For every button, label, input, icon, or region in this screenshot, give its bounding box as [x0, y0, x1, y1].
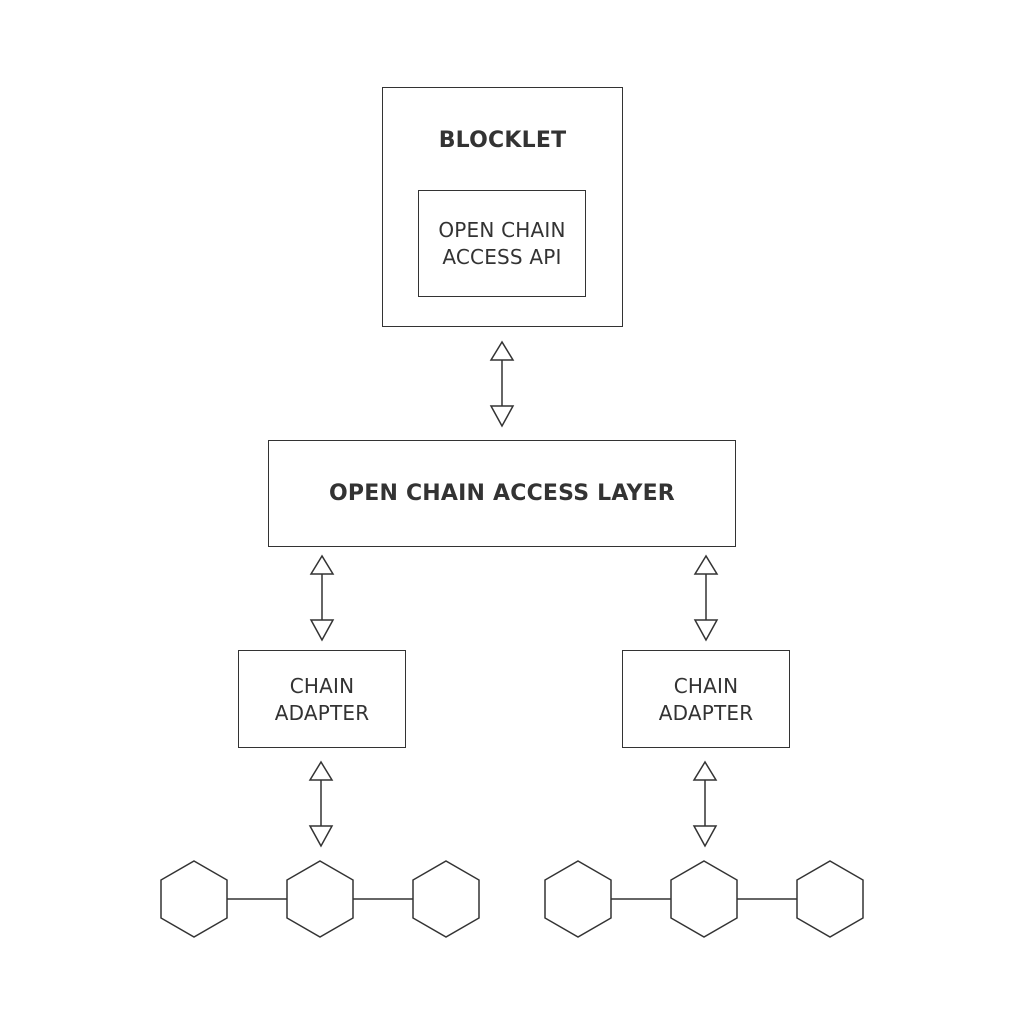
- adapter-right-line2: ADAPTER: [658, 701, 754, 725]
- chain-adapter-label-left: CHAIN ADAPTER: [239, 673, 405, 727]
- adapter-left-line2: ADAPTER: [274, 701, 370, 725]
- double-arrow-adapter-chain-left: [308, 760, 334, 848]
- chain-adapter-label-right: CHAIN ADAPTER: [623, 673, 789, 727]
- block-hexagon-icon: [670, 860, 738, 938]
- block-hexagon-icon: [544, 860, 612, 938]
- double-arrow-adapter-chain-right: [692, 760, 718, 848]
- open-chain-access-api-label: OPEN CHAIN ACCESS API: [419, 217, 585, 271]
- block-hexagon-icon: [796, 860, 864, 938]
- chain-adapter-box-right: CHAIN ADAPTER: [622, 650, 790, 748]
- block-hexagon-icon: [412, 860, 480, 938]
- block-hexagon-icon: [160, 860, 228, 938]
- block-hexagon-icon: [286, 860, 354, 938]
- adapter-right-line1: CHAIN: [673, 674, 739, 698]
- open-chain-access-api-box: OPEN CHAIN ACCESS API: [418, 190, 586, 297]
- api-label-line2: ACCESS API: [442, 245, 562, 269]
- double-arrow-layer-adapter-right: [693, 554, 719, 642]
- api-label-line1: OPEN CHAIN: [438, 218, 566, 242]
- blocklet-title: BLOCKLET: [438, 128, 567, 153]
- open-chain-access-layer-title: OPEN CHAIN ACCESS LAYER: [329, 481, 675, 506]
- chain-adapter-box-left: CHAIN ADAPTER: [238, 650, 406, 748]
- blockchain-left: [160, 860, 480, 938]
- open-chain-access-layer-box: OPEN CHAIN ACCESS LAYER: [268, 440, 736, 547]
- adapter-left-line1: CHAIN: [289, 674, 355, 698]
- double-arrow-blocklet-layer: [489, 340, 515, 428]
- blockchain-right: [544, 860, 864, 938]
- double-arrow-layer-adapter-left: [309, 554, 335, 642]
